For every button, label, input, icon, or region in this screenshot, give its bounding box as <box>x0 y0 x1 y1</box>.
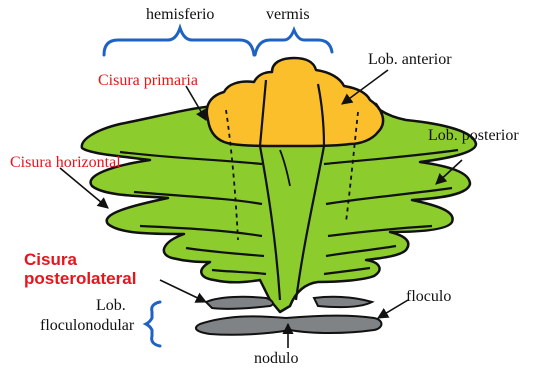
label-lob-anterior: Lob. anterior <box>368 51 452 69</box>
label-hemisferio: hemisferio <box>146 6 214 24</box>
anterior-lobe <box>207 58 383 146</box>
label-vermis: vermis <box>266 6 310 24</box>
label-cisura-primaria: Cisura primaria <box>98 72 198 90</box>
label-lob-floculonodular-2: floculonodular <box>40 317 134 335</box>
label-floculo: floculo <box>406 288 451 306</box>
label-cisura-posterolateral-2: posterolateral <box>24 269 136 289</box>
label-lob-posterior: Lob. posterior <box>428 127 519 145</box>
floculonodular-bracket <box>146 302 160 346</box>
label-cisura-horizontal: Cisura horizontal <box>10 154 121 172</box>
label-cisura-posterolateral-1: Cisura <box>24 250 77 270</box>
label-lob-floculonodular-1: Lob. <box>96 297 126 315</box>
vermis-bracket <box>255 30 332 55</box>
label-nodulo: nodulo <box>254 350 298 368</box>
hemisferio-bracket <box>104 28 254 55</box>
